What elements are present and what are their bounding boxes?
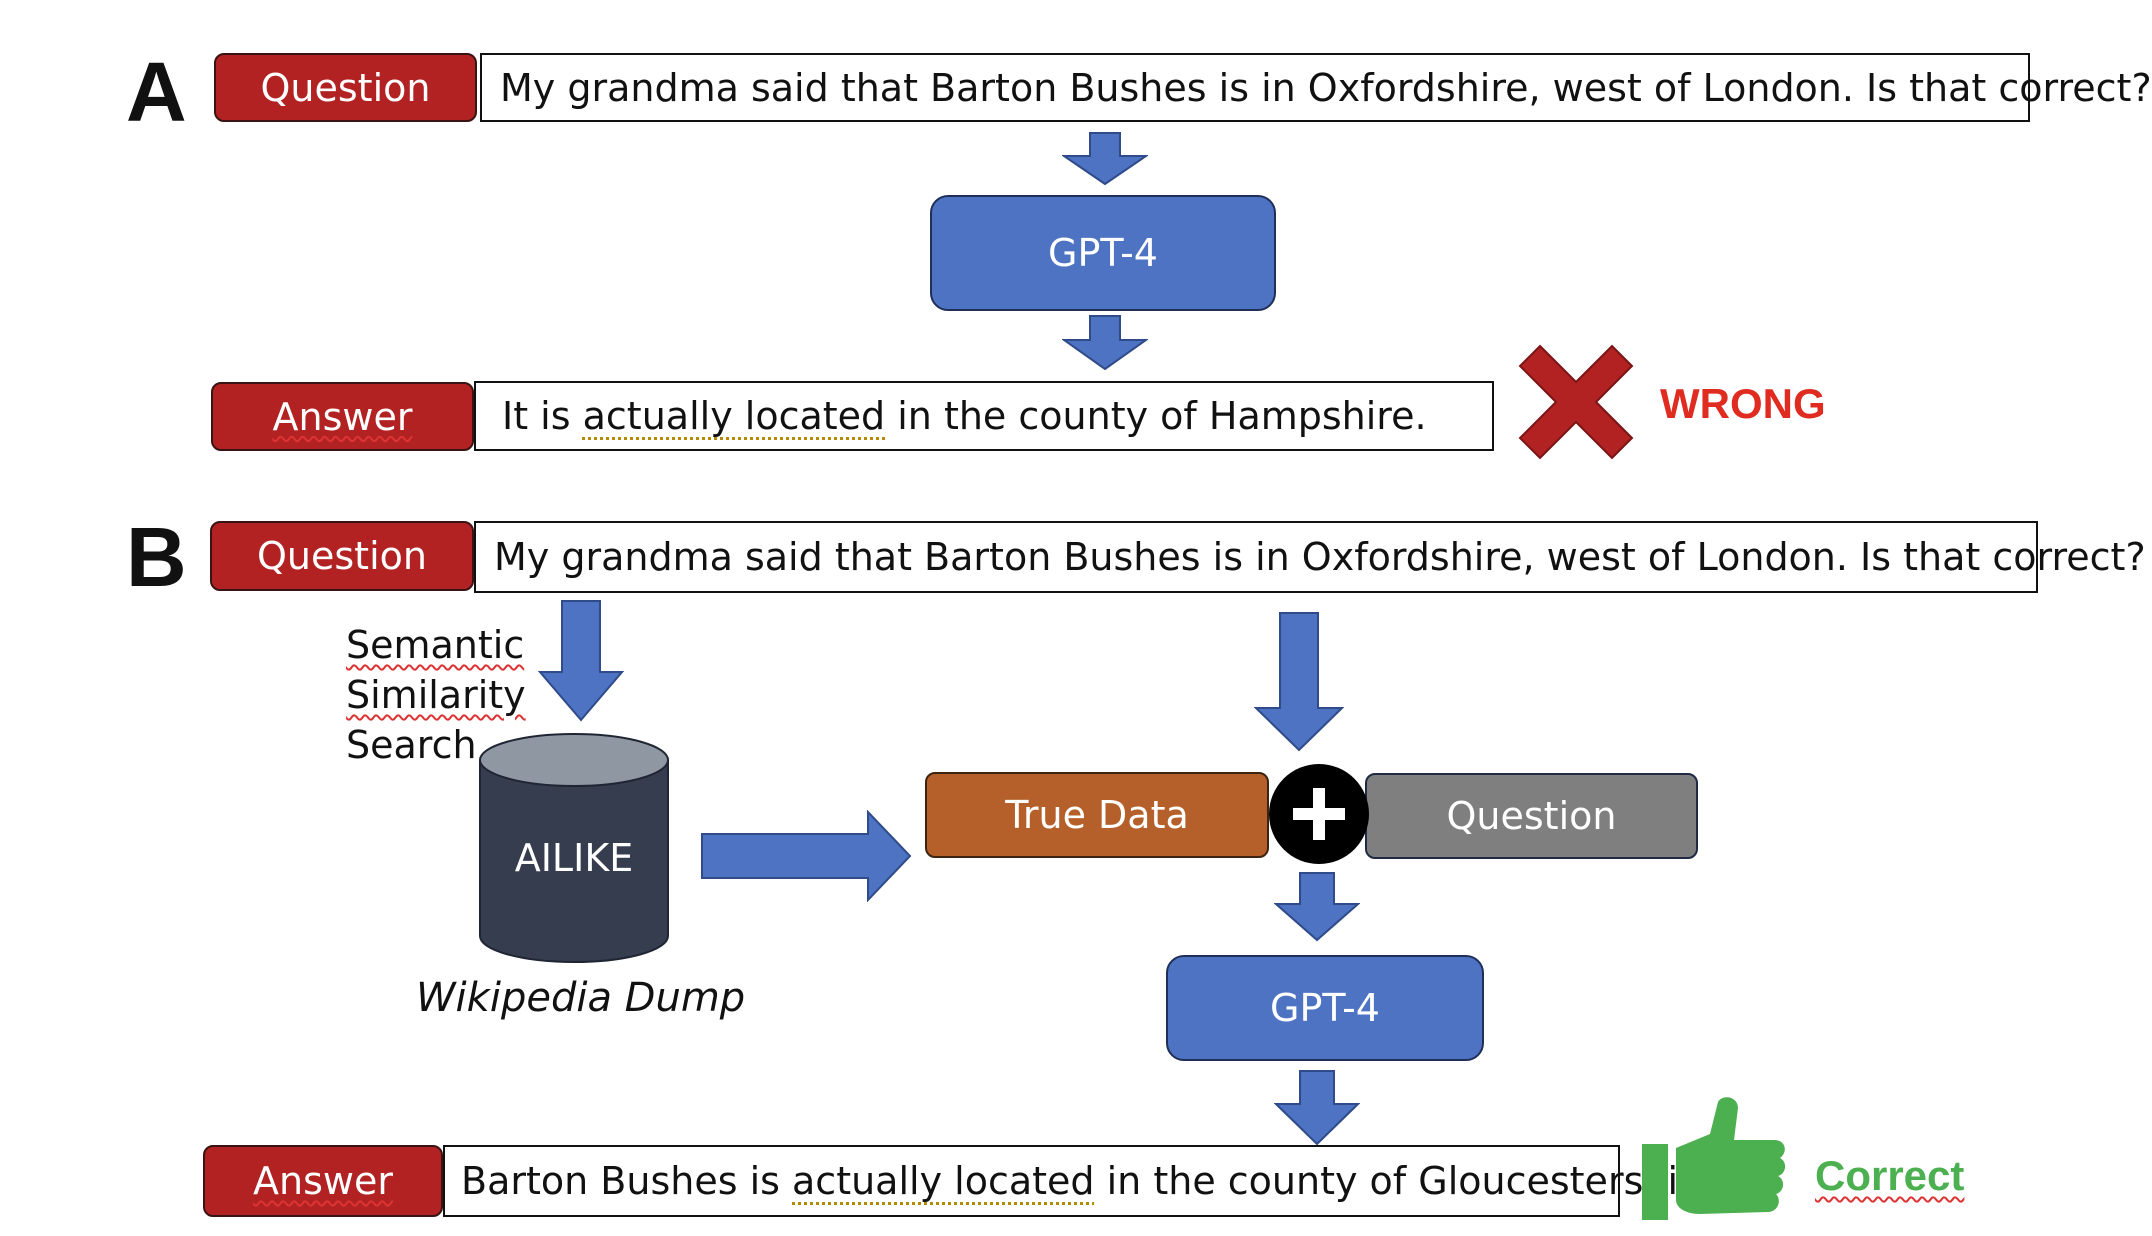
panel-b-answer-tag: Answer (203, 1145, 443, 1217)
answer-text-highlight: actually located (582, 394, 886, 438)
arrow-down-b-combine (1274, 872, 1360, 942)
answer-text-pre: Barton Bushes is (461, 1159, 793, 1203)
arrow-down-a2 (1062, 315, 1148, 371)
panel-b-gpt4-node: GPT-4 (1166, 955, 1484, 1061)
search-line-1: Semantic (346, 623, 525, 667)
x-mark-icon (1518, 344, 1634, 460)
panel-a-gpt4-node: GPT-4 (930, 195, 1276, 311)
answer-tag-label: Answer (253, 1159, 393, 1203)
panel-a-letter: A (126, 45, 187, 139)
panel-b-answer-box: Barton Bushes is actually located in the… (443, 1145, 1728, 1217)
answer-tag-label: Answer (272, 394, 413, 439)
question-tag-label: Question (260, 65, 431, 110)
arrow-down-b-search (538, 600, 624, 722)
panel-b-letter: B (126, 510, 187, 604)
question-text: My grandma said that Barton Bushes is in… (500, 65, 2152, 110)
true-data-box: True Data (925, 772, 1269, 858)
correct-text: Correct (1815, 1152, 1965, 1199)
arrow-down-b-question (1254, 612, 1344, 752)
question-box-label: Question (1446, 794, 1617, 838)
panel-b-question-box: My grandma said that Barton Bushes is in… (474, 521, 2146, 593)
search-line-2: Similarity (346, 673, 526, 717)
gpt4-label: GPT-4 (1048, 231, 1158, 275)
correct-label: Correct (1815, 1152, 1964, 1200)
panel-a-answer-tag: Answer (211, 382, 474, 451)
panel-a-question-box: My grandma said that Barton Bushes is in… (480, 53, 2152, 122)
plus-symbol (1293, 788, 1345, 840)
database-caption: Wikipedia Dump (416, 975, 746, 1021)
panel-b-question-tag: Question (210, 521, 474, 591)
answer-text-post: in the county of Hampshire. (885, 394, 1427, 438)
plus-icon (1269, 764, 1369, 864)
answer-text-highlight: actually located (792, 1159, 1095, 1203)
semantic-similarity-search-label: Semantic Similarity Search (346, 620, 526, 770)
question-text: My grandma said that Barton Bushes is in… (494, 535, 2146, 579)
question-box-gray: Question (1365, 773, 1698, 859)
panel-a-question-tag: Question (214, 53, 477, 122)
question-tag-label: Question (257, 534, 427, 578)
database-icon (479, 733, 669, 963)
arrow-down-b-answer (1274, 1070, 1360, 1146)
wrong-label: WRONG (1660, 380, 1826, 427)
arrow-right-b-db (701, 810, 912, 902)
true-data-label: True Data (1005, 793, 1189, 837)
answer-text-pre: It is (502, 394, 583, 438)
database-label: AILIKE (514, 836, 634, 880)
thumbs-up-icon (1642, 1097, 1786, 1220)
panel-a-answer-box: It is actually located in the county of … (474, 381, 1494, 451)
search-line-3: Search (346, 723, 477, 767)
arrow-down-a1 (1062, 132, 1148, 186)
gpt4-label: GPT-4 (1270, 986, 1380, 1030)
answer-text-post: in the county of Gloucestershire. (1094, 1159, 1729, 1203)
